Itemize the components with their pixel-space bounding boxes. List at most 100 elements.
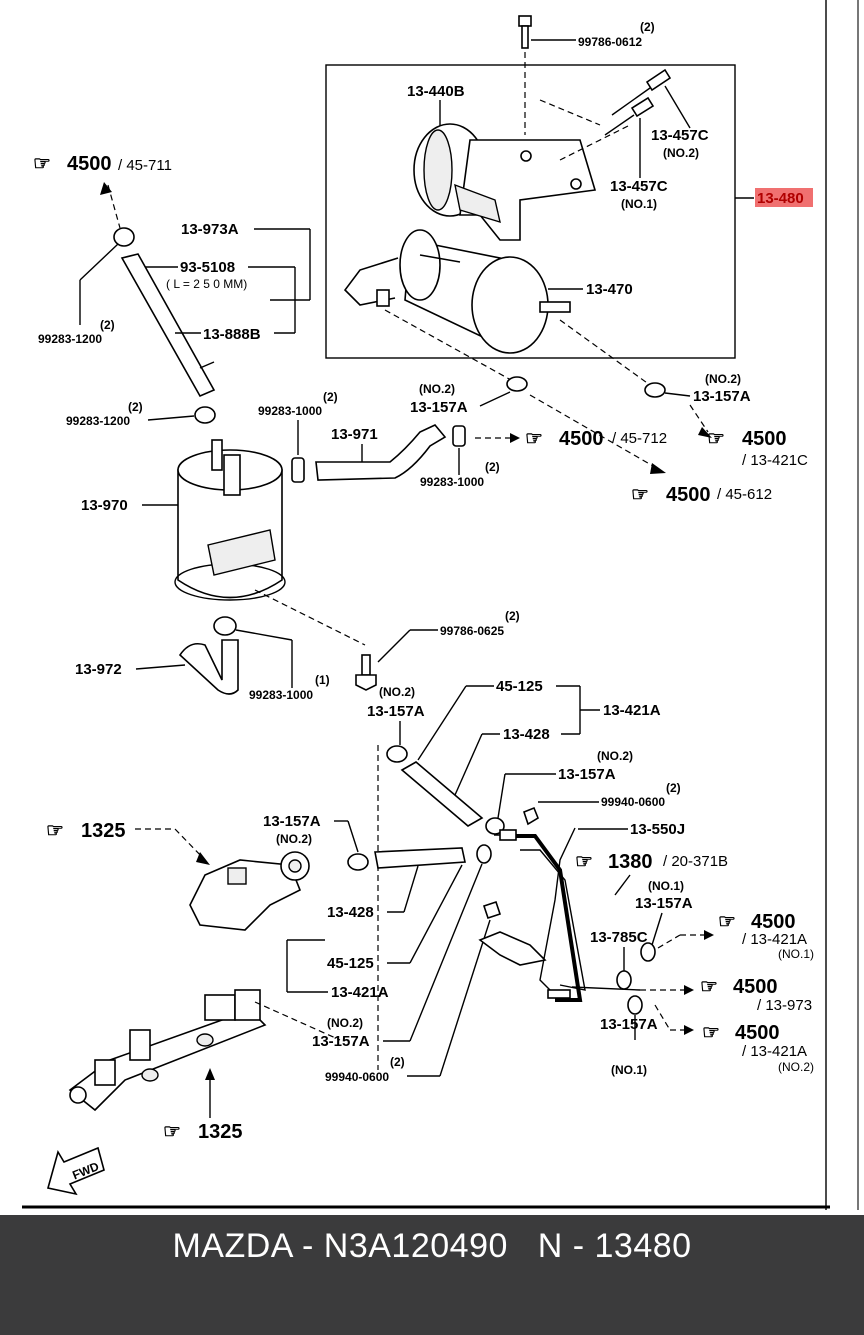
label-99283-1000-c: 99283-1000 xyxy=(249,688,313,702)
ref-4500-13-973[interactable]: ☞ 4500 / 13-973 xyxy=(700,976,812,1014)
ref-4500-45-712[interactable]: ☞ 4500 / 45-712 xyxy=(525,428,667,450)
nut-99940-0600-lower[interactable] xyxy=(482,900,502,920)
clamp-13-157a-g[interactable] xyxy=(640,942,656,962)
clamp-13-157a-f[interactable] xyxy=(476,844,492,864)
label-13-457c-no1-tag: (NO.1) xyxy=(621,197,657,211)
svg-text:1325: 1325 xyxy=(198,1121,243,1143)
ref-4500-13-421a-no2[interactable]: ☞ 4500 / 13-421A (NO.2) xyxy=(702,1022,814,1074)
highlight-13-480 xyxy=(755,188,813,207)
nut-99940-0600-upper[interactable] xyxy=(523,806,539,826)
label-qty-bolt-top: (2) xyxy=(640,20,655,34)
bracket-lower[interactable] xyxy=(478,931,547,966)
label-no2-clamp-d: (NO.2) xyxy=(597,749,633,763)
clamp-13-157a-h[interactable] xyxy=(627,995,643,1015)
hose-13-888b[interactable] xyxy=(120,253,216,398)
svg-text:4500: 4500 xyxy=(751,911,796,933)
label-no2-clamp-c: (NO.2) xyxy=(379,685,415,699)
clamp-13-157a-no2-left[interactable] xyxy=(506,376,528,392)
svg-text:4500: 4500 xyxy=(666,484,711,506)
svg-text:/ 45-711: / 45-711 xyxy=(118,157,172,174)
clamp-99283-1000-a[interactable] xyxy=(291,457,305,483)
ref-1380-20-371b[interactable]: ☞ 1380 / 20-371B xyxy=(575,851,728,873)
label-13-973a: 13-973A xyxy=(181,221,239,238)
footer-part-number: MAZDA - N3A120490 N - 13480 xyxy=(172,1227,692,1265)
bolt-99786-0625[interactable] xyxy=(355,654,377,691)
bracket-13-440b[interactable] xyxy=(413,123,597,241)
label-13-457c-no1: 13-457C xyxy=(610,178,668,195)
label-13-470: 13-470 xyxy=(586,281,633,298)
clamp-13-157a-c[interactable] xyxy=(386,745,408,763)
label-no2-left-clamp: (NO.2) xyxy=(419,382,455,396)
clamp-13-157a-no2-right[interactable] xyxy=(644,382,666,398)
label-99283-1200-lower: 99283-1200 xyxy=(66,414,130,428)
svg-text:4500: 4500 xyxy=(742,428,787,450)
hand-pointer-icon: ☞ xyxy=(33,153,51,175)
label-no2-clamp-f: (NO.2) xyxy=(327,1016,363,1030)
clamp-13-785c[interactable] xyxy=(616,970,632,990)
hand-pointer-icon: ☞ xyxy=(46,820,64,842)
label-99940-0600-lower: 99940-0600 xyxy=(325,1070,389,1084)
label-13-457c-no2-tag: (NO.2) xyxy=(663,146,699,160)
label-qty-1000-a: (2) xyxy=(323,390,338,404)
label-qty-1000-b: (2) xyxy=(485,460,500,474)
label-no1-clamp-h: (NO.1) xyxy=(611,1063,647,1077)
label-qty-1200-lower: (2) xyxy=(128,400,143,414)
ref-1325-upper[interactable]: ☞ 1325 xyxy=(46,820,126,842)
svg-text:/ 13-421A: / 13-421A xyxy=(742,1043,807,1060)
label-13-550j: 13-550J xyxy=(630,821,685,838)
svg-text:/ 45-712: / 45-712 xyxy=(612,430,667,447)
hand-pointer-icon: ☞ xyxy=(702,1022,720,1044)
label-93-5108: 93-5108 xyxy=(180,259,235,276)
fitting[interactable] xyxy=(499,829,517,841)
arrow-up-icon-lower xyxy=(205,1068,215,1080)
svg-text:4500: 4500 xyxy=(67,153,112,175)
label-99940-0600-upper: 99940-0600 xyxy=(601,795,665,809)
label-13-157a-f: 13-157A xyxy=(312,1033,370,1050)
label-13-157a-right: 13-157A xyxy=(693,388,751,405)
canister-13-970[interactable] xyxy=(174,439,286,601)
label-13-157a-left: 13-157A xyxy=(410,399,468,416)
label-99786-0612: 99786-0612 xyxy=(578,35,642,49)
pipe-13-550j[interactable] xyxy=(512,827,586,1002)
label-13-421a-upper: 13-421A xyxy=(603,702,661,719)
label-13-480[interactable]: 13-480 xyxy=(757,190,804,207)
clamp-13-157a-e[interactable] xyxy=(347,853,369,871)
hand-pointer-icon: ☞ xyxy=(163,1121,181,1143)
ref-4500-45-612[interactable]: ☞ 4500 / 45-612 xyxy=(631,484,772,506)
label-13-971: 13-971 xyxy=(331,426,378,443)
ref-4500-13-421a-no1[interactable]: ☞ 4500 / 13-421A (NO.1) xyxy=(718,911,814,961)
arrow-up-icon xyxy=(100,182,112,195)
clamp-99283-1200-lower[interactable] xyxy=(194,406,216,424)
clamp-99283-1000-b[interactable] xyxy=(452,425,466,447)
label-45-125-upper: 45-125 xyxy=(496,678,543,695)
hose-13-971[interactable] xyxy=(315,424,447,481)
label-13-428-lower: 13-428 xyxy=(327,904,374,921)
hand-pointer-icon: ☞ xyxy=(631,484,649,506)
label-qty-0600-lower: (2) xyxy=(390,1055,405,1069)
svg-text:/ 20-371B: / 20-371B xyxy=(663,853,728,870)
hose-13-972[interactable] xyxy=(178,639,239,695)
parts-diagram: (2) 99786-0612 13-440B 13-457C (NO.2) 13… xyxy=(22,0,859,1210)
svg-text:/ 13-421C: / 13-421C xyxy=(742,452,808,469)
bolt-13-457c-no1[interactable] xyxy=(604,96,655,136)
ref-1325-lower[interactable]: ☞ 1325 xyxy=(163,1121,243,1143)
label-13-157a-d: 13-157A xyxy=(558,766,616,783)
bolt-99786-0612[interactable] xyxy=(518,15,532,49)
label-13-440b: 13-440B xyxy=(407,83,465,100)
fuel-filter-13-470[interactable] xyxy=(343,229,571,354)
fuel-rail-part-upper[interactable] xyxy=(189,851,310,931)
clamp-99283-1200-upper[interactable] xyxy=(113,227,135,247)
svg-text:(NO.2): (NO.2) xyxy=(778,1060,814,1074)
hose-13-428-lower[interactable] xyxy=(374,847,466,869)
fuel-rail-injectors[interactable] xyxy=(68,989,267,1112)
bolt-13-457c-no2[interactable] xyxy=(611,68,672,116)
label-qty-1200-upper: (2) xyxy=(100,318,115,332)
label-99283-1000-b: 99283-1000 xyxy=(420,475,484,489)
ref-4500-13-421c[interactable]: ☞ 4500 / 13-421C xyxy=(707,428,808,469)
clamp-99283-1000-c[interactable] xyxy=(213,616,237,636)
ref-4500-45-711[interactable]: ☞ 4500 / 45-711 xyxy=(33,153,172,175)
label-99786-0625: 99786-0625 xyxy=(440,624,504,638)
hand-pointer-icon: ☞ xyxy=(575,851,593,873)
label-13-888b: 13-888B xyxy=(203,326,261,343)
hose-13-428-upper[interactable] xyxy=(400,761,484,827)
